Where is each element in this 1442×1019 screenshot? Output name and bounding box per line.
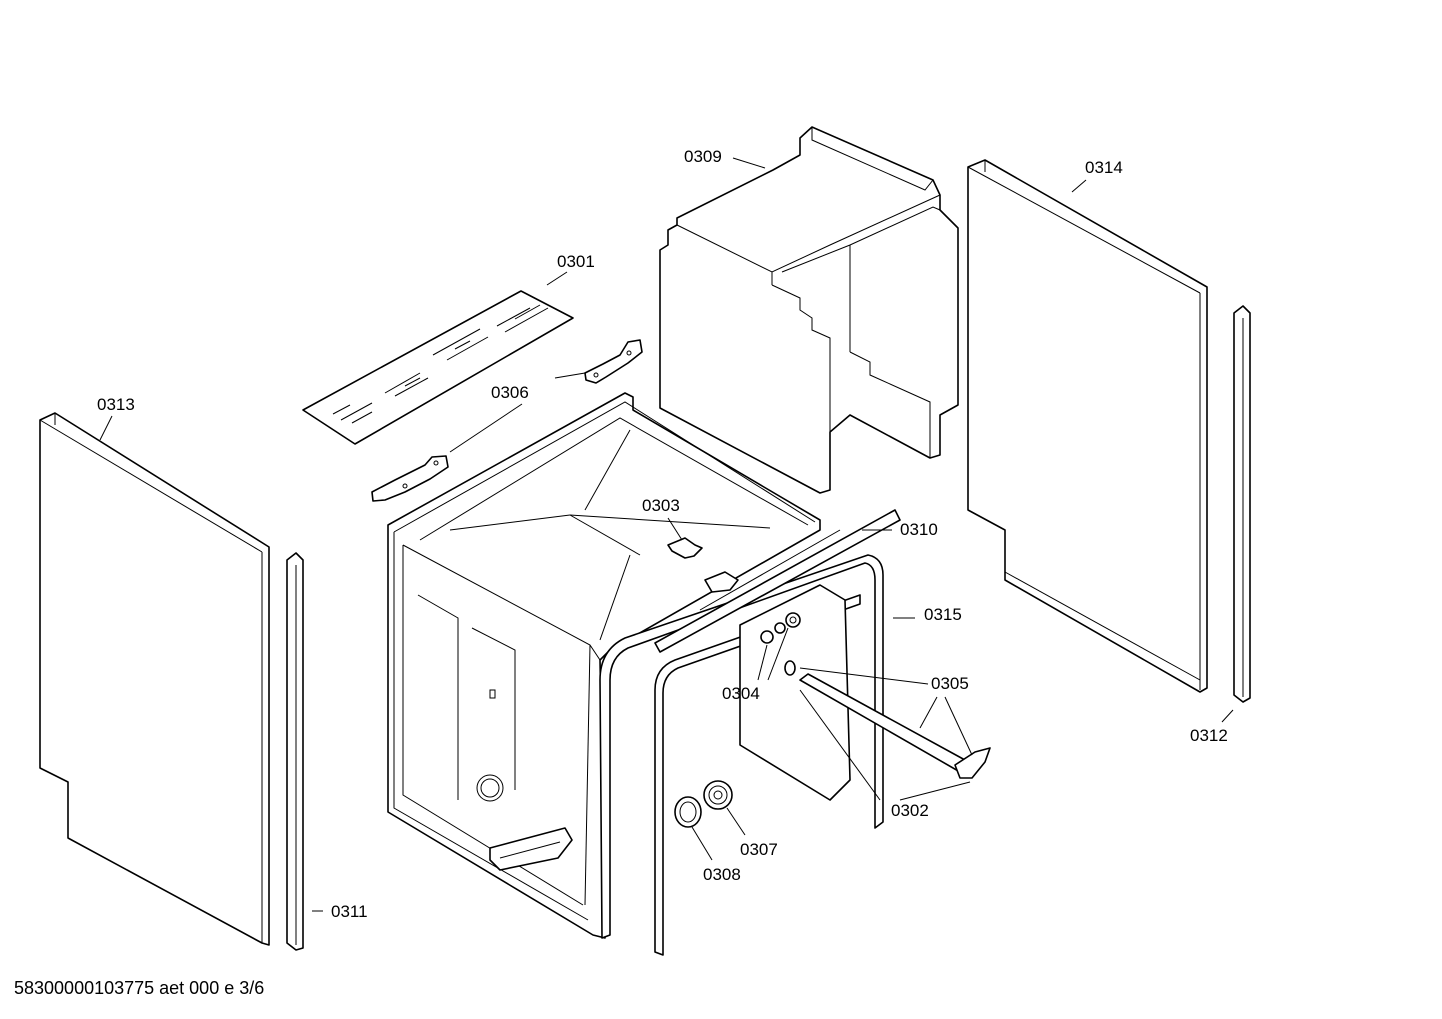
part-0310-top-trim-strip xyxy=(654,509,901,653)
front-mounting-plate xyxy=(739,584,851,801)
callout-0305: 0305 xyxy=(931,674,969,693)
callout-0303: 0303 xyxy=(642,496,680,515)
part-0308-seal-ring xyxy=(674,796,702,828)
callout-0302: 0302 xyxy=(891,801,929,820)
callout-0308: 0308 xyxy=(703,865,741,884)
callout-0313: 0313 xyxy=(97,395,135,414)
callout-0310: 0310 xyxy=(900,520,938,539)
part-0315-door-seal-frame xyxy=(599,554,884,956)
part-0301-insulation-mat xyxy=(302,290,574,445)
callout-0307: 0307 xyxy=(740,840,778,859)
part-0303-clip xyxy=(667,537,739,593)
part-0305-door-rail xyxy=(799,673,991,779)
callout-0301: 0301 xyxy=(557,252,595,271)
callout-0309: 0309 xyxy=(684,147,722,166)
part-0314-right-side-panel xyxy=(967,159,1208,693)
callout-0314: 0314 xyxy=(1085,158,1123,177)
callout-0306: 0306 xyxy=(491,383,529,402)
callout-0311: 0311 xyxy=(331,902,368,921)
part-0309-insulation-jacket xyxy=(659,126,959,494)
callout-0304: 0304 xyxy=(722,684,760,703)
callout-0312: 0312 xyxy=(1190,726,1228,745)
part-0313-left-side-panel xyxy=(39,412,270,946)
document-id: 58300000103775 aet 000 e 3/6 xyxy=(14,978,265,998)
callout-labels: 0309 0314 0301 0306 0313 0303 0310 0315 … xyxy=(97,147,1228,921)
callout-0315: 0315 xyxy=(924,605,962,624)
leader-lines xyxy=(99,157,1234,912)
part-0312-right-trim-strip xyxy=(1233,305,1251,703)
part-0311-left-trim-strip xyxy=(286,552,304,951)
part-0307-vent-cover xyxy=(703,780,733,810)
dishwasher-tub xyxy=(387,392,821,939)
part-0306-mounting-brackets xyxy=(371,339,643,502)
